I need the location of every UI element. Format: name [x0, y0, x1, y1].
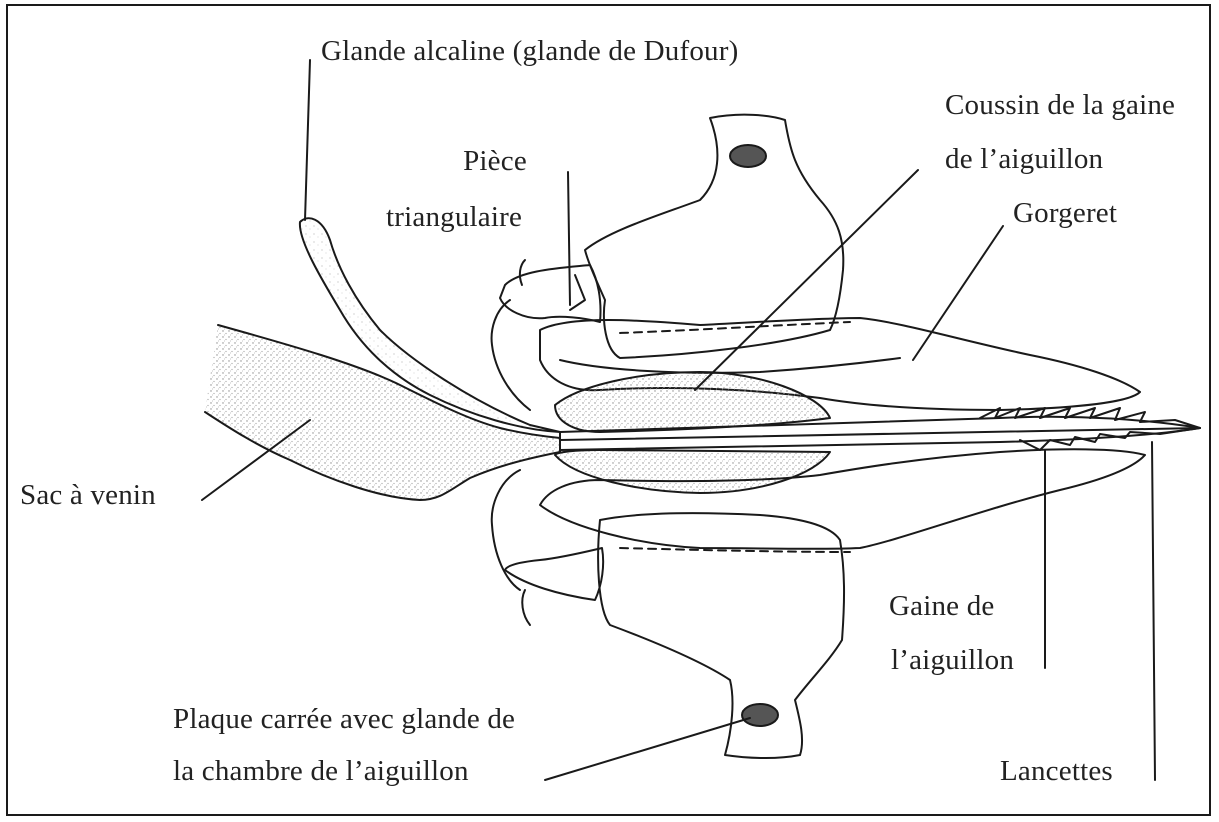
label-gorgeret: Gorgeret	[1013, 194, 1117, 232]
label-piece-line1: Pièce	[440, 142, 550, 180]
label-glande-alcaline: Glande alcaline (glande de Dufour)	[321, 32, 738, 70]
label-gaine-line1: Gaine de	[889, 587, 994, 625]
leader-plaque	[545, 718, 750, 780]
upper-triangular-piece	[500, 265, 601, 322]
upper-spiracle	[730, 145, 766, 167]
upper-quadrate-plate	[585, 115, 843, 358]
label-gaine-line2: l’aiguillon	[891, 641, 1014, 679]
label-sac-a-venin: Sac à venin	[20, 476, 156, 514]
leader-gorgeret	[913, 226, 1003, 360]
lower-cushion	[555, 450, 830, 493]
label-plaque-line1: Plaque carrée avec glande de	[173, 700, 515, 738]
label-lancettes: Lancettes	[1000, 752, 1113, 790]
leader-lancettes	[1152, 442, 1155, 780]
lower-spiracle	[742, 704, 778, 726]
label-plaque-line2: la chambre de l’aiguillon	[173, 752, 469, 790]
label-coussin-line2: de l’aiguillon	[945, 140, 1103, 178]
leader-coussin	[695, 170, 918, 390]
upper-cushion	[555, 372, 830, 432]
label-coussin-line1: Coussin de la gaine	[945, 86, 1175, 124]
leader-glande-alcaline	[305, 60, 310, 220]
label-piece-line2: triangulaire	[386, 198, 522, 236]
leader-piece-triangulaire	[568, 172, 570, 305]
lower-triangular-piece	[505, 548, 603, 600]
